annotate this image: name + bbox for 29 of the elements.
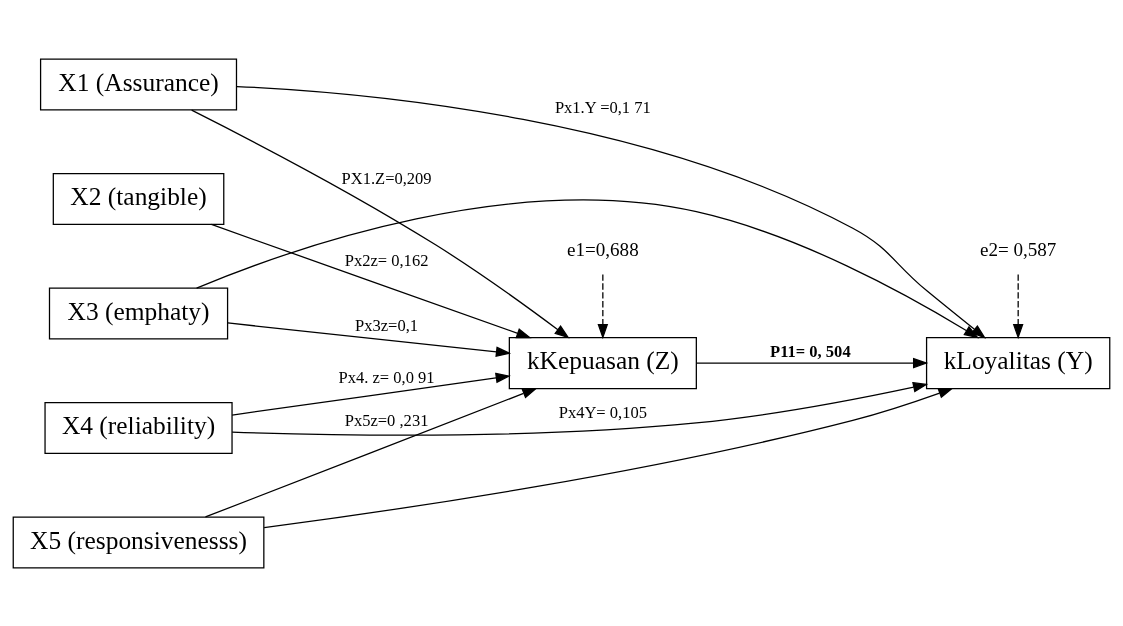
edge-label: Px5z=0 ,231: [344, 410, 429, 430]
arrow: [227, 321, 512, 357]
node-box: X4 (reliability): [44, 401, 233, 454]
arrow: [231, 381, 929, 436]
node-text: e2= 0,587: [979, 238, 1057, 260]
edge-label: PX1.Z=0,209: [341, 168, 432, 188]
edge-label: Px1.Y =0,1 71: [554, 97, 651, 117]
node-box: X2 (tangible): [52, 172, 225, 225]
arrow: [231, 372, 511, 416]
arrow: [597, 273, 609, 339]
node-box: kKepuasan (Z): [508, 336, 697, 389]
node-box: X3 (emphaty): [48, 286, 229, 340]
node-box: kLoyalitas (Y): [925, 336, 1111, 389]
edge-label: Px4. z= 0,0 91: [338, 367, 435, 387]
edge-label: Px4Y= 0,105: [558, 402, 647, 422]
edge-label: P11= 0, 504: [770, 341, 851, 361]
node-text: e1=0,688: [566, 238, 639, 260]
arrow: [236, 85, 987, 339]
arrow: [1012, 273, 1024, 339]
edge-label: Px3z=0,1: [355, 315, 419, 335]
arrow: [195, 199, 980, 338]
arrow: [696, 357, 929, 368]
arrow: [204, 387, 538, 518]
arrow: [263, 387, 954, 528]
node-box: X5 (responsivenesss): [12, 515, 265, 569]
arrow: [191, 109, 570, 339]
edge-label: Px2z= 0,162: [344, 250, 429, 270]
node-box: X1 (Assurance): [39, 57, 238, 111]
arrow: [210, 223, 532, 338]
